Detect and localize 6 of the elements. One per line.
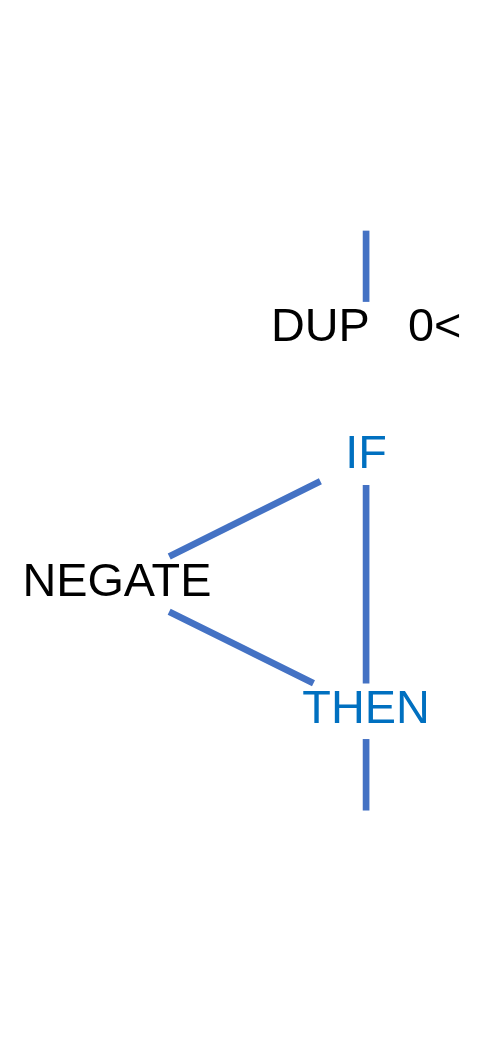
node-text: NEGATE <box>22 553 212 606</box>
node-text: DUP 0< <box>270 299 462 352</box>
connector <box>167 478 322 560</box>
node-text: THEN <box>302 680 430 733</box>
node-text: IF <box>345 426 387 479</box>
connector <box>167 608 315 687</box>
